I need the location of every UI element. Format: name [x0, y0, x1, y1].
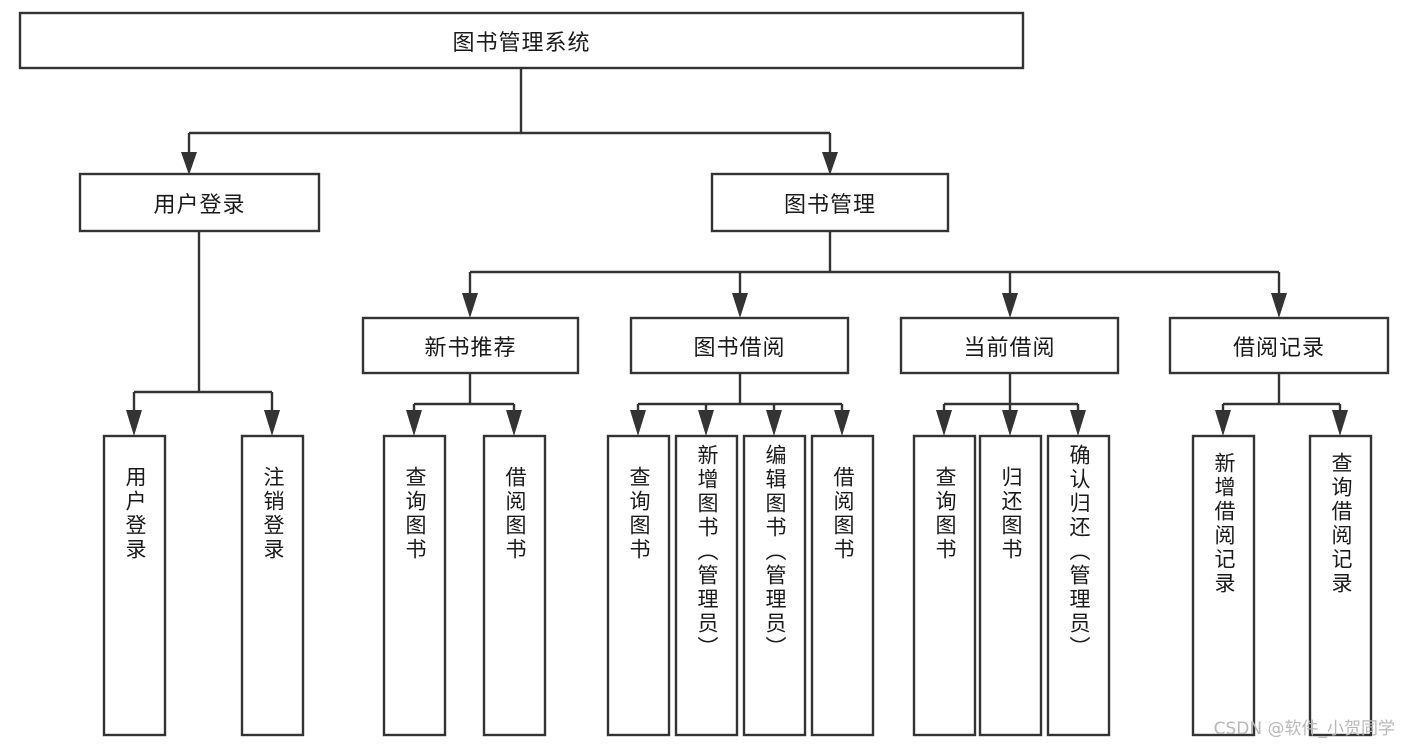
arrow-head-leaf-confirm-return	[1070, 410, 1086, 436]
arrow-head-currentborrow	[1002, 293, 1018, 318]
arrow-head-leaf-add-book	[698, 410, 714, 436]
node-box-leaf-confirm-return[interactable]	[1046, 434, 1111, 737]
node-box-leaf-logout[interactable]	[240, 434, 305, 737]
arrow-head-borrowrecord	[1271, 293, 1287, 318]
node-box-leaf-add-book[interactable]	[674, 434, 739, 737]
node-box-book-borrow[interactable]	[629, 316, 850, 375]
node-box-borrow-record[interactable]	[1168, 316, 1390, 375]
arrow-head-newbook	[462, 293, 478, 318]
node-layer	[18, 11, 1390, 737]
node-box-leaf-query-book-b[interactable]	[606, 434, 671, 737]
node-box-leaf-return-book[interactable]	[978, 434, 1043, 737]
arrow-head-leaf-query-book-c	[936, 410, 952, 436]
arrow-head-leaf-borrow-book-a	[506, 410, 522, 436]
arrow-head-leaf-edit-book	[766, 410, 782, 436]
arrow-head-leaf-query-book-a	[406, 410, 422, 436]
arrow-head-user-login	[181, 152, 197, 175]
node-box-leaf-user-login[interactable]	[102, 434, 167, 737]
node-box-user-login[interactable]	[78, 172, 321, 233]
node-box-leaf-query-book-c[interactable]	[912, 434, 977, 737]
node-box-leaf-edit-book[interactable]	[742, 434, 807, 737]
node-box-leaf-borrow-book-a[interactable]	[482, 434, 547, 737]
node-box-leaf-borrow-book-b[interactable]	[810, 434, 875, 737]
arrow-head-bookborrow	[732, 293, 748, 318]
arrow-head-leaf-borrow-book-b	[834, 410, 850, 436]
node-box-root[interactable]	[18, 11, 1025, 70]
arrow-head-leaf-add-record	[1215, 410, 1231, 436]
arrow-head-leaf-logout	[264, 410, 280, 436]
connector-layer	[126, 68, 1348, 436]
arrow-head-book-manage	[822, 152, 838, 175]
node-box-leaf-query-record[interactable]	[1308, 434, 1373, 737]
arrow-head-leaf-user-login	[126, 410, 142, 436]
node-box-book-manage[interactable]	[710, 172, 950, 233]
node-box-new-book-rec[interactable]	[361, 316, 580, 375]
arrow-head-leaf-query-book-b	[630, 410, 646, 436]
node-box-leaf-add-record[interactable]	[1191, 434, 1256, 737]
arrow-head-leaf-query-record	[1332, 410, 1348, 436]
arrow-head-leaf-return-book	[1002, 410, 1018, 436]
node-box-leaf-query-book-a[interactable]	[382, 434, 447, 737]
node-box-current-borrow[interactable]	[899, 316, 1120, 375]
